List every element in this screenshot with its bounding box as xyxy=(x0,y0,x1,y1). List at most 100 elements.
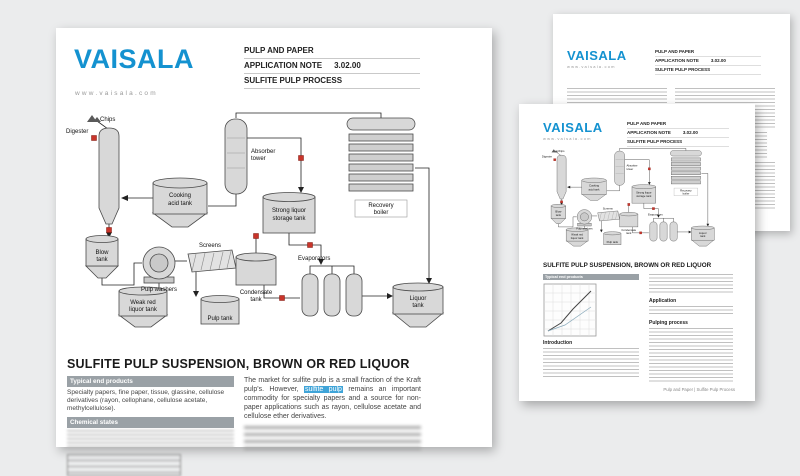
weak-red-liquor-tank-vessel xyxy=(565,227,589,247)
condensate-tank-vessel xyxy=(619,212,639,228)
liquor-tank-label-2: tank xyxy=(412,303,424,309)
text-placeholder xyxy=(649,306,733,316)
vaisala-logo: VAISALA xyxy=(567,48,627,63)
chips-label: Chips xyxy=(557,149,565,153)
doc-header-row-3: SULFITE PULP PROCESS xyxy=(244,74,420,89)
screens-unit xyxy=(187,249,237,273)
weak-red-liquor-tank-label-2: liquor tank xyxy=(571,236,584,240)
typical-end-products-bar: Typical end products xyxy=(543,274,639,280)
strong-liquor-storage-tank-label-2: storage tank xyxy=(272,216,306,222)
pulp-tank-vessel xyxy=(603,231,622,245)
condensate-tank-vessel xyxy=(235,252,277,286)
recovery-boiler-label-2: boiler xyxy=(683,191,690,195)
cooking-acid-tank-label-2: acid tank xyxy=(589,187,601,191)
chart-grid xyxy=(544,284,596,336)
pulp-washer-drum xyxy=(142,246,176,284)
page-thumbnail-1[interactable]: VAISALA www.vaisala.com PULP AND PAPER A… xyxy=(519,104,755,401)
typical-end-products-text: Specialty papers, fine paper, tissue, gl… xyxy=(67,389,225,412)
doc-header-row-2: APPLICATION NOTE 3.02.00 xyxy=(244,59,420,74)
strong-liquor-storage-tank-label-1: Strong liquor xyxy=(272,208,306,214)
doc-note-number: 3.02.00 xyxy=(710,58,726,63)
website-url: www.vaisala.com xyxy=(75,90,158,97)
screens-unit xyxy=(597,210,620,222)
doc-category: PULP AND PAPER xyxy=(627,121,667,126)
weak-red-liquor-tank-label-1: Weak red xyxy=(130,300,156,306)
doc-category: PULP AND PAPER xyxy=(655,49,695,54)
doc-header-row-2: APPLICATION NOTE 3.02.00 xyxy=(627,129,729,138)
intro-text-end: remains an important commodity for speci… xyxy=(244,386,421,420)
chart-line-main xyxy=(547,290,592,332)
absorber-tower-vessel xyxy=(614,150,625,186)
condensate-tank-label-1: Condensate xyxy=(621,228,636,232)
blow-tank-label-2: tank xyxy=(96,257,108,263)
weak-red-liquor-tank-label-2: liquor tank xyxy=(129,307,158,313)
absorber-tower-label-1: Absorber xyxy=(626,164,637,168)
text-column-right: Application Pulping process xyxy=(649,274,733,388)
strong-liquor-storage-tank-vessel xyxy=(262,192,316,234)
typical-end-products-bar: Typical end products xyxy=(67,376,234,387)
recovery-boiler-label-1: Recovery xyxy=(368,203,393,209)
doc-header-row-1: PULP AND PAPER xyxy=(244,44,420,59)
measurement-point-markers xyxy=(553,158,655,235)
doc-note-label: APPLICATION NOTE xyxy=(655,58,699,63)
process-pipes xyxy=(555,148,709,234)
evaporators-unit xyxy=(649,221,678,242)
strong-liquor-storage-tank-vessel xyxy=(631,184,656,204)
weak-red-liquor-tank-vessel xyxy=(117,286,169,328)
highlighted-term: sulfite pulp xyxy=(304,386,343,393)
pulp-tank-label: Pulp tank xyxy=(207,316,233,322)
doc-header-row-3: SULFITE PULP PROCESS xyxy=(627,138,729,147)
chemical-states-bar: Chemical states xyxy=(67,417,234,428)
blow-tank-label-1: Blow xyxy=(555,210,561,214)
doc-header: PULP AND PAPER APPLICATION NOTE 3.02.00 … xyxy=(244,44,420,89)
process-diagram: Chips Digester Blow tank Pulp washers Sc… xyxy=(542,148,715,247)
cooking-acid-tank-vessel xyxy=(581,177,607,201)
doc-note-label: APPLICATION NOTE xyxy=(627,130,671,135)
absorber-tower-label-2: tower xyxy=(251,156,266,162)
flow-arrows xyxy=(560,182,710,234)
liquor-tank-label-1: Liquor xyxy=(699,231,707,235)
pulping-process-heading: Pulping process xyxy=(649,320,688,326)
blurred-table xyxy=(67,454,181,476)
vaisala-logo: VAISALA xyxy=(74,44,195,74)
blow-tank-label-1: Blow xyxy=(95,250,109,256)
recovery-boiler-label-1: Recovery xyxy=(680,188,692,192)
pulp-washers-label: Pulp washers xyxy=(141,287,177,293)
condensate-tank-label-1: Condensate xyxy=(240,290,273,296)
absorber-tower-label-1: Absorber xyxy=(251,149,275,155)
blurred-paragraph xyxy=(244,426,421,450)
condensate-tank-label-2: tank xyxy=(250,297,262,303)
cooking-acid-tank-label-2: acid tank xyxy=(168,201,193,207)
chips-icon xyxy=(551,149,558,153)
page-footer: Pulp and Paper | Sulfite Pulp Process xyxy=(663,387,735,392)
liquor-tank-label-1: Liquor xyxy=(410,296,427,302)
blow-tank-vessel xyxy=(550,204,567,224)
right-column: The market for sulfite pulp is a small f… xyxy=(244,376,421,450)
flow-arrows xyxy=(106,187,432,299)
mini-chart xyxy=(543,283,597,337)
condensate-tank-label-2: tank xyxy=(626,231,632,235)
doc-header: PULP AND PAPER APPLICATION NOTE 3.02.00 … xyxy=(627,120,729,147)
text-placeholder xyxy=(649,328,733,384)
left-column: Typical end products Specialty papers, f… xyxy=(67,376,234,476)
cooking-acid-tank-label-1: Cooking xyxy=(589,184,600,188)
evaporators-unit xyxy=(301,273,363,317)
text-column-left: Typical end products Introduction xyxy=(543,274,639,382)
diagram-labels: Chips Digester Blow tank Pulp washers Sc… xyxy=(66,117,426,322)
doc-process: SULFITE PULP PROCESS xyxy=(627,139,683,144)
pulp-washers-label: Pulp washers xyxy=(576,227,593,231)
doc-note-number: 3.02.00 xyxy=(682,130,698,135)
doc-note-label: APPLICATION NOTE xyxy=(244,61,323,70)
pulp-tank-label: Pulp tank xyxy=(607,240,619,244)
diagram-labels: Chips Digester Blow tank Pulp washers Sc… xyxy=(542,149,707,244)
doc-header-row-1: PULP AND PAPER xyxy=(655,48,761,57)
screens-label: Screens xyxy=(199,243,221,249)
doc-header-row-1: PULP AND PAPER xyxy=(627,120,729,129)
text-placeholder xyxy=(67,430,234,448)
page-main: VAISALA www.vaisala.com PULP AND PAPER A… xyxy=(56,28,492,476)
doc-process: SULFITE PULP PROCESS xyxy=(244,76,343,85)
cooking-acid-tank-vessel xyxy=(151,177,209,228)
website-url: www.vaisala.com xyxy=(567,64,616,69)
doc-header-row-2: APPLICATION NOTE 3.02.00 xyxy=(655,57,761,66)
screens-label: Screens xyxy=(603,207,614,211)
